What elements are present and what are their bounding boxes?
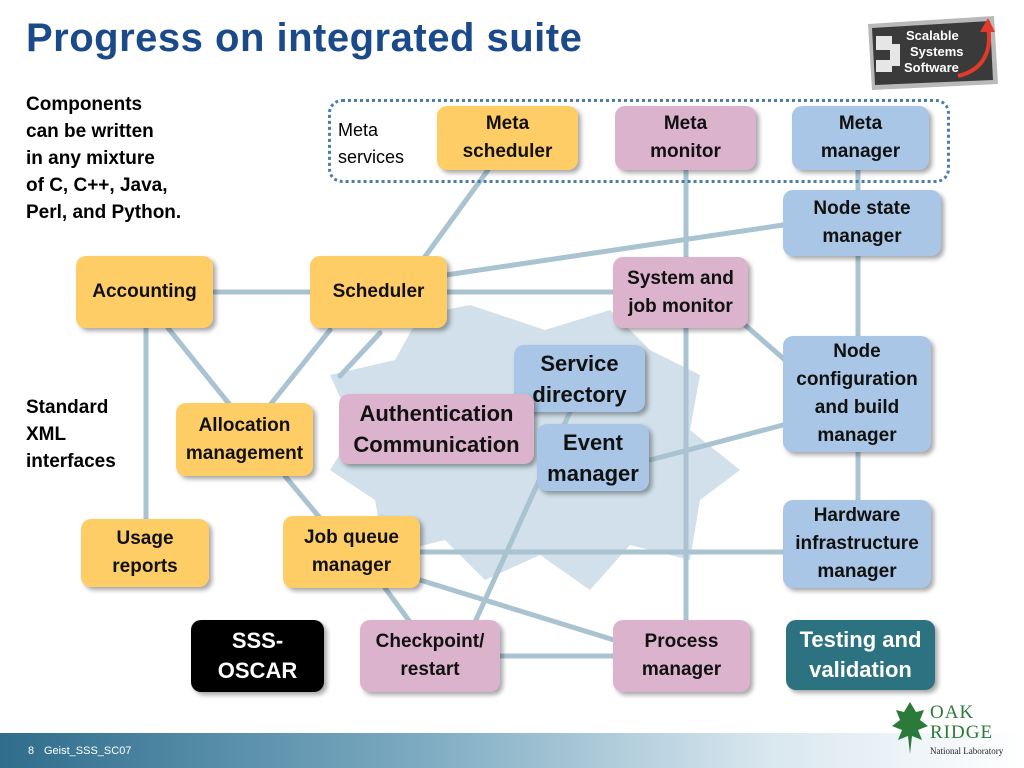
authentication-communication-box[interactable]: Authentication Communication	[339, 394, 534, 464]
checkpoint-restart-box[interactable]: Checkpoint/ restart	[360, 620, 500, 692]
footer-code: Geist_SSS_SC07	[44, 745, 132, 757]
line-scheduler-nodestate	[443, 222, 786, 278]
accounting-box[interactable]: Accounting	[76, 256, 213, 328]
meta-scheduler-box[interactable]: Meta scheduler	[437, 106, 578, 170]
meta-services-label: Meta services	[338, 120, 405, 167]
node-state-manager-box[interactable]: Node state manager	[783, 190, 941, 256]
page-number: 8	[28, 745, 35, 757]
line-sysmonitor-nodeconfig	[742, 322, 788, 363]
meta-monitor-box[interactable]: Meta monitor	[615, 106, 756, 170]
scalable-systems-software-logo: Scalable Systems Software	[868, 16, 998, 90]
testing-validation-box[interactable]: Testing and validation	[786, 620, 935, 690]
ornl-oak-text: OAK	[930, 702, 975, 723]
footer-bar: 8 Geist_SSS_SC07	[0, 733, 1024, 768]
xml-interfaces-note: Standard XML interfaces	[26, 397, 116, 472]
sss-oscar-box[interactable]: SSS- OSCAR	[191, 620, 324, 692]
meta-manager-box[interactable]: Meta manager	[792, 106, 929, 170]
hardware-infrastructure-box[interactable]: Hardware infrastructure manager	[783, 500, 931, 588]
line-authentication-sysmonitor	[337, 330, 383, 379]
logo-text-1: Scalable	[906, 28, 959, 43]
process-manager-box[interactable]: Process manager	[613, 620, 750, 692]
logo-text-3: Software	[904, 60, 959, 75]
job-queue-manager-box[interactable]: Job queue manager	[283, 516, 420, 588]
languages-note: Components can be written in any mixture…	[26, 94, 182, 223]
allocation-management-box[interactable]: Allocation management	[176, 403, 313, 476]
node-configuration-box[interactable]: Node configuration and build manager	[783, 336, 931, 452]
system-job-monitor-box[interactable]: System and job monitor	[613, 257, 748, 328]
meta-services-group	[328, 99, 950, 183]
usage-reports-box[interactable]: Usage reports	[81, 519, 209, 587]
line-event-nodeconfig	[647, 422, 786, 463]
scheduler-box[interactable]: Scheduler	[310, 256, 447, 328]
ornl-ridge-text: RIDGE	[930, 722, 994, 743]
line-allocation-jobqueue	[282, 473, 323, 521]
line-jobqueue-checkpoint	[382, 585, 413, 625]
line-scheduler-allocation	[267, 327, 333, 408]
line-jobqueue-process	[417, 577, 617, 643]
ornl-logo: OAK RIDGE National Laboratory	[890, 698, 1010, 760]
oak-leaf-icon	[892, 702, 928, 754]
service-directory-box[interactable]: Service directory	[514, 345, 645, 412]
event-manager-box[interactable]: Event manager	[537, 424, 649, 491]
line-accounting-allocation	[165, 325, 233, 408]
ornl-lab-text: National Laboratory	[930, 746, 1004, 756]
line-scheduler-metascheduler	[421, 167, 491, 261]
logo-text-2: Systems	[910, 44, 963, 59]
slide-title: Progress on integrated suite	[26, 16, 583, 60]
